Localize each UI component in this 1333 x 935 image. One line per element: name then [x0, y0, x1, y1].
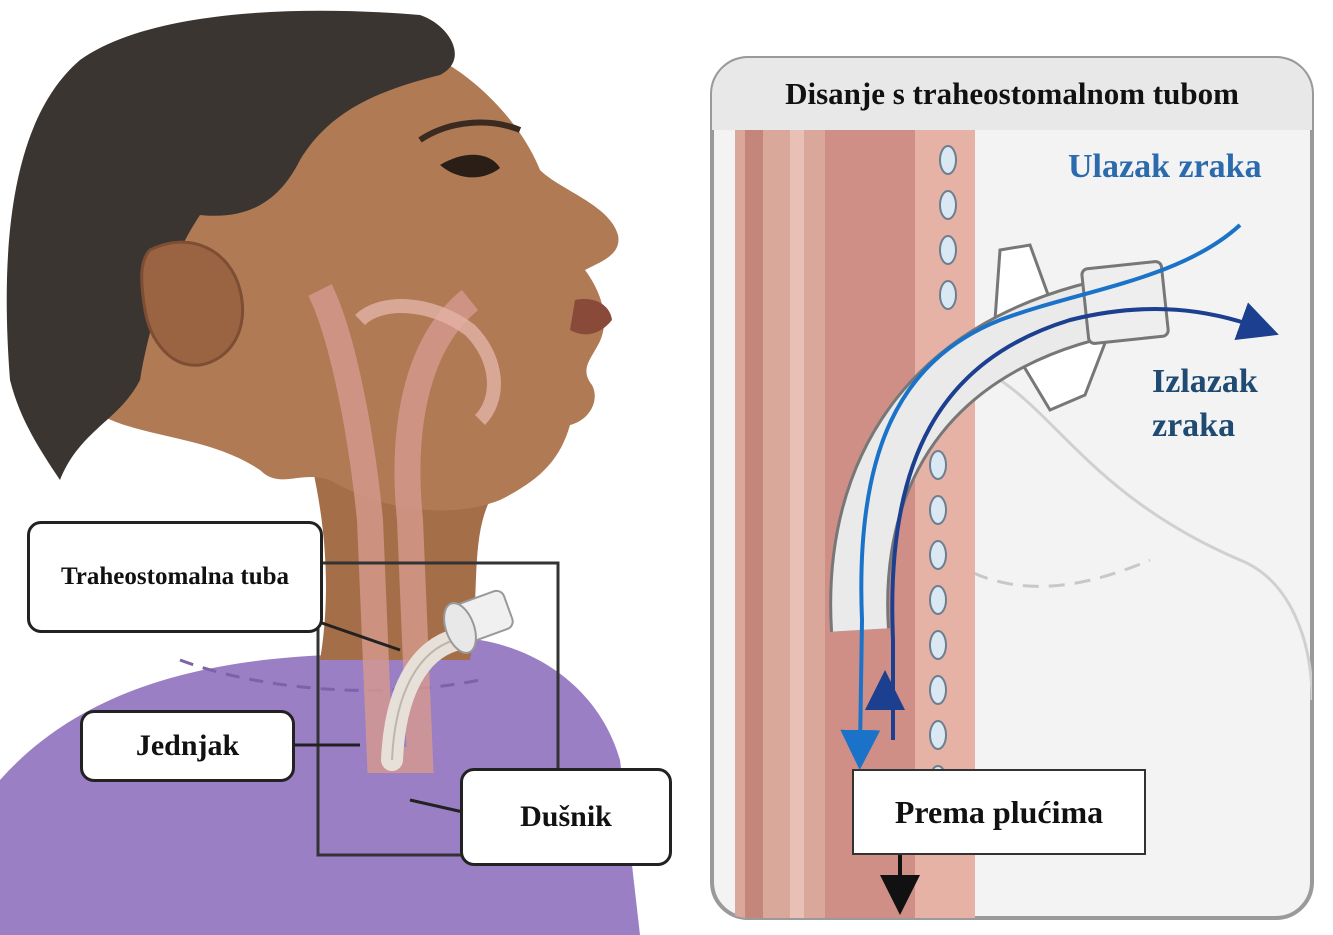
callout-esophagus: Jednjak — [80, 710, 295, 782]
air-out-label: Izlazak zraka — [1152, 360, 1272, 448]
callout-tracheostomy-tube-label: Traheostomalna tuba — [61, 560, 289, 594]
to-lungs-label-box: Prema plućima — [852, 769, 1146, 855]
lips — [570, 299, 612, 334]
callout-trachea-label: Dušnik — [520, 800, 612, 834]
to-lungs-label: Prema plućima — [895, 794, 1103, 831]
callout-esophagus-label: Jednjak — [136, 729, 239, 763]
panel-title: Disanje s traheostomalnom tubom — [712, 58, 1312, 130]
callout-tracheostomy-tube: Traheostomalna tuba — [27, 521, 323, 633]
air-in-label: Ulazak zraka — [1068, 145, 1262, 189]
callout-trachea: Dušnik — [460, 768, 672, 866]
